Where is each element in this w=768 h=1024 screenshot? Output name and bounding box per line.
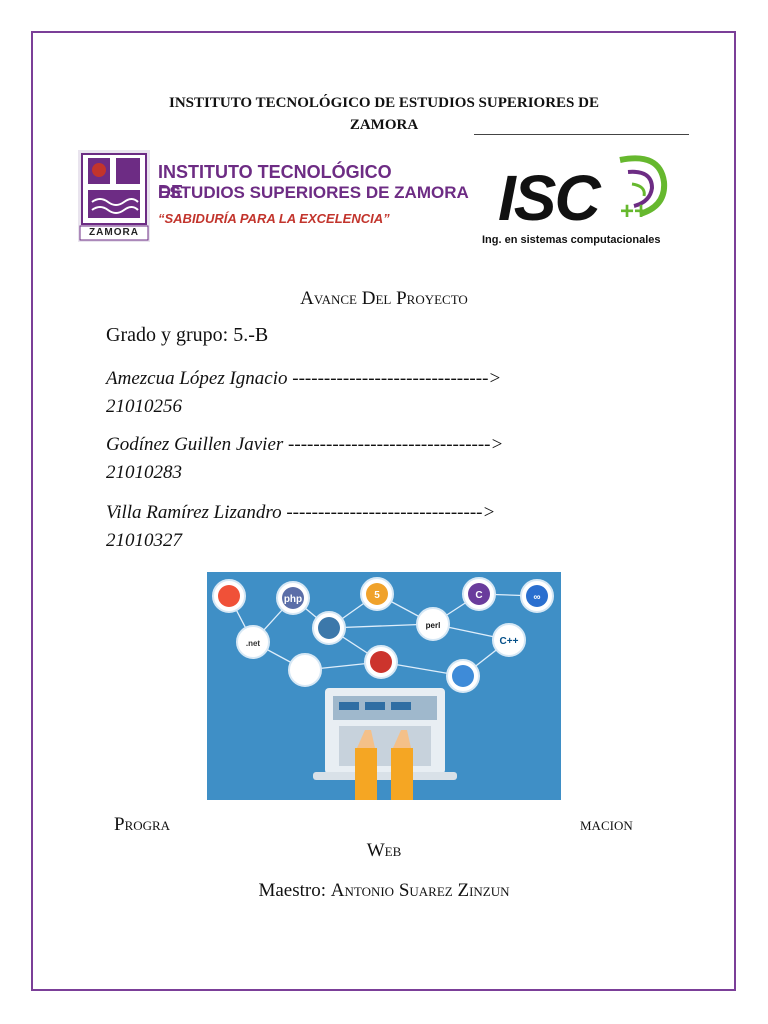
java-icon: [288, 653, 322, 687]
cpp-icon-label: C++: [500, 636, 519, 647]
teacher-name: Antonio Suarez Zinzun: [330, 880, 510, 901]
isc-letters: ISC: [498, 162, 601, 234]
banner-illustration: php 5 perl C ∞ .net C++: [207, 572, 561, 800]
signature-line: [474, 134, 689, 135]
subject-right: macion: [580, 814, 633, 835]
grade-group: Grado y grupo: 5.-B: [106, 324, 269, 346]
member-2-id: 21010283: [106, 462, 182, 483]
cpp-icon: C++: [492, 623, 526, 657]
python-icon: [312, 611, 346, 645]
infinity-icon-label: ∞: [533, 592, 540, 603]
institute-heading-line1: INSTITUTO TECNOLÓGICO DE ESTUDIOS SUPERI…: [169, 95, 599, 111]
laptop-icon: [313, 688, 457, 800]
isc-plus: ++: [620, 198, 649, 225]
tec-logo-title-line1: INSTITUTO TECNOLÓGICO DE: [158, 162, 392, 202]
dotnet-icon: .net: [236, 625, 270, 659]
subject-left: Progra: [114, 814, 171, 835]
programming-languages-banner: php 5 perl C ∞ .net C++: [207, 572, 561, 800]
php-icon: php: [276, 581, 310, 615]
isc-swirl-icon: [619, 155, 668, 217]
html5-icon: 5: [360, 577, 394, 611]
infinity-icon: ∞: [520, 579, 554, 613]
document-title: Avance Del Proyecto: [300, 288, 468, 309]
tec-seal-icon: [78, 150, 150, 242]
tec-logo-title-line2: ESTUDIOS SUPERIORES DE ZAMORA: [158, 183, 469, 202]
tec-seal-text: ZAMORA: [89, 227, 139, 238]
html5-icon-label: 5: [374, 590, 380, 601]
visualstudio-icon: [446, 659, 480, 693]
teacher-label: Maestro:: [258, 880, 327, 901]
swift-icon: [212, 579, 246, 613]
member-3-name: Villa Ramírez Lizandro -----------------…: [106, 502, 496, 523]
ruby-icon: [364, 645, 398, 679]
php-icon-label: php: [284, 594, 302, 605]
isc-logo: ISC ++ Ing. en sistemas computacionales: [470, 150, 688, 250]
member-3-id: 21010327: [106, 530, 182, 551]
teacher-line: Maestro: Antonio Suarez Zinzun: [0, 880, 768, 902]
perl-icon-label: perl: [426, 621, 441, 630]
isc-subtitle: Ing. en sistemas computacionales: [482, 234, 661, 246]
member-1-name: Amezcua López Ignacio ------------------…: [106, 368, 502, 389]
csharp-icon-label: C: [475, 590, 482, 601]
tec-logo-motto: “SABIDURÍA PARA LA EXCELENCIA”: [158, 211, 390, 226]
subject-web: Web: [366, 840, 402, 861]
dotnet-icon-label: .net: [246, 639, 261, 648]
csharp-icon: C: [462, 577, 496, 611]
institute-heading-line2: ZAMORA: [349, 117, 419, 133]
perl-icon: perl: [416, 607, 450, 641]
member-1-id: 21010256: [106, 396, 182, 417]
member-2-name: Godínez Guillen Javier -----------------…: [106, 434, 504, 455]
page-border: [31, 31, 736, 991]
tec-zamora-logo: ZAMORA INSTITUTO TECNOLÓGICO DE ESTUDIOS…: [78, 150, 469, 242]
